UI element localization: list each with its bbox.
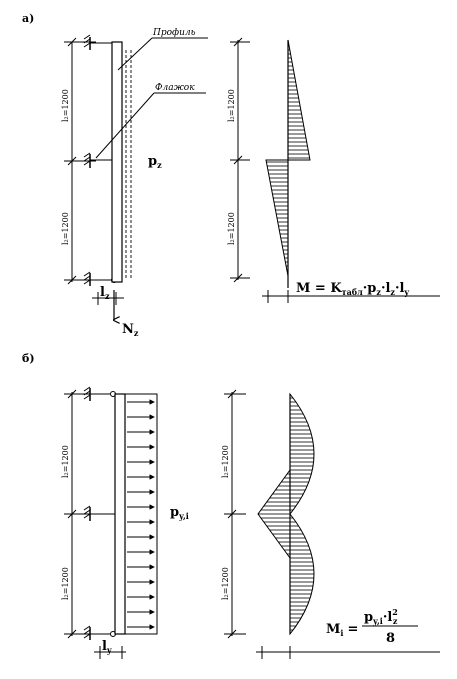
panel-b-formula-dim: [256, 646, 440, 659]
panel-b-load-label: py,i: [170, 505, 189, 521]
panel-a-profile-callout: [117, 37, 208, 71]
panel-b-dim-upper: l₂=1200: [61, 445, 70, 478]
panel-a-label: а): [22, 12, 34, 25]
panel-b-moment-dim-lower: l₂=1200: [221, 567, 230, 600]
panel-b-support-bottom: [83, 625, 116, 640]
panel-a-moment-upper-triangle: [287, 39, 311, 161]
panel-a-width-label: lz: [100, 285, 110, 301]
panel-b-formula-lhs: Mi=: [326, 622, 358, 638]
panel-b-formula-denominator: 8: [386, 631, 395, 646]
panel-a-flag-callout: [95, 92, 206, 159]
panel-a-axial-label: Nz: [122, 322, 139, 338]
panel-a-moment-lower-triangle: [265, 159, 289, 277]
panel-b-moment-support-peak: [257, 468, 291, 560]
panel-b-dim-lower: l₂=1200: [61, 567, 70, 600]
panel-a-profile-beam: [111, 41, 123, 283]
panel-a-dim-lower: l₂=1200: [61, 212, 70, 245]
panel-b-support-middle: [83, 505, 115, 521]
panel-b-dimension-line: [64, 389, 96, 639]
panel-b-width-label: ly: [102, 639, 112, 655]
panel-a-load-arrows: [125, 50, 132, 280]
panel-a-dimension-line: [64, 37, 96, 285]
panel-a-width-dim: [92, 292, 124, 305]
panel-a-flag-label: Флажок: [155, 83, 195, 93]
panel-b-load-block: [124, 393, 158, 635]
panel-b-load-arrows: [127, 399, 155, 630]
panel-b-moment-dim-upper: l₂=1200: [221, 445, 230, 478]
panel-b-profile-beam: [114, 393, 126, 635]
panel-a-dim-upper: l₂=1200: [61, 89, 70, 122]
panel-a-moment-formula: M = Kтабл·pz·lz·ly: [296, 281, 409, 297]
panel-b-support-top: [83, 386, 116, 401]
panel-a-moment-dim-upper: l₂=1200: [227, 89, 236, 122]
panel-b-label: б): [22, 352, 35, 365]
panel-a-formula-dim: [262, 290, 440, 303]
panel-a-moment-dim-lower: l₂=1200: [227, 212, 236, 245]
panel-a-moment-dim-line: [230, 37, 250, 283]
panel-a-load-label: pz: [148, 154, 162, 170]
panel-a-profile-label: Профиль: [152, 28, 196, 38]
panel-b-moment-lower-lobe: [289, 512, 315, 636]
panel-b-moment-upper-lobe: [289, 392, 315, 516]
panel-b-moment-dim-line: [224, 389, 246, 639]
panel-b-width-dim: [94, 646, 126, 659]
panel-a-support-top: [83, 34, 112, 50]
panel-a-support-middle: [83, 152, 112, 168]
